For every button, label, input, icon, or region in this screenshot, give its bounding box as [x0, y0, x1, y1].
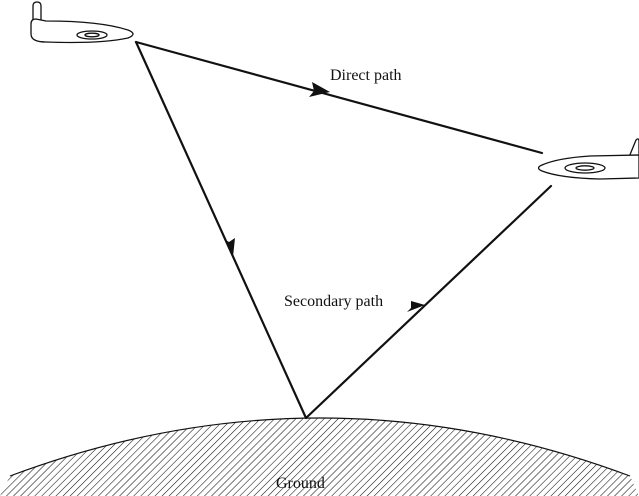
transmitter-aircraft-icon [31, 2, 133, 43]
ground-label: Ground [276, 475, 325, 492]
secondary-path-label: Secondary path [284, 293, 383, 310]
receiver-aircraft-icon [539, 139, 639, 179]
direct-path [136, 42, 542, 153]
secondary-path-down-arrow-icon [224, 238, 235, 257]
direct-path-label: Direct path [330, 67, 402, 84]
